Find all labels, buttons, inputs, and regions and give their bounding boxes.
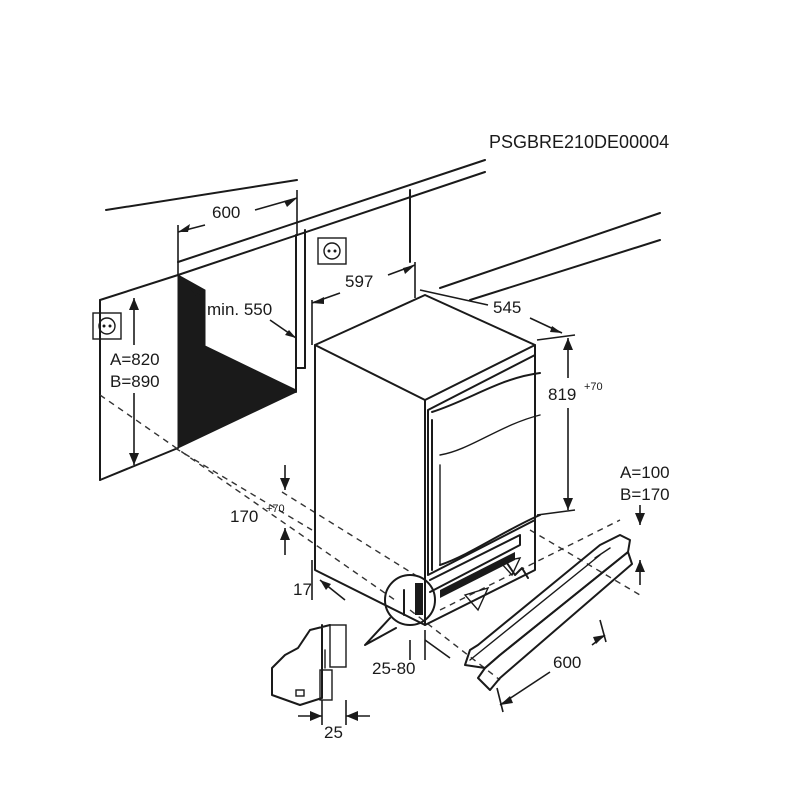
dim-545	[419, 289, 563, 334]
label-niche-width: 600	[212, 203, 240, 222]
socket-icon	[317, 237, 347, 265]
dim-597	[311, 262, 416, 345]
detail-section	[271, 624, 370, 725]
floor-lines	[99, 394, 641, 681]
worktop-lines	[99, 159, 661, 301]
label-niche-height-a: A=820	[110, 350, 160, 369]
label-niche-width-inner: 597	[345, 272, 373, 291]
dim-17	[311, 560, 346, 601]
vent-arrow-icon	[463, 557, 529, 612]
product-code: PSGBRE210DE00004	[489, 132, 669, 152]
label-plinth-b: B=170	[620, 485, 670, 504]
label-niche-height-b: B=890	[110, 372, 160, 391]
label-gap-17: 17	[293, 580, 312, 599]
dim-plinth-ab	[635, 505, 645, 585]
appliance	[314, 294, 541, 626]
socket-icon	[92, 312, 122, 340]
dim-niche-height	[129, 298, 139, 465]
dim-plinth-height	[280, 465, 290, 555]
dim-plinth-width	[496, 619, 607, 713]
detail-callout	[364, 574, 451, 660]
label-appliance-height: 819	[548, 385, 576, 404]
dim-min-550	[189, 287, 297, 339]
label-appliance-height-sup: +70	[584, 381, 603, 393]
plinth-board	[464, 534, 633, 691]
label-plinth-width: 600	[553, 653, 581, 672]
label-appliance-depth: 545	[493, 298, 521, 317]
label-plinth-a: A=100	[620, 463, 670, 482]
label-plinth-height-sup: +70	[266, 503, 285, 515]
dim-600-top	[177, 190, 298, 275]
label-niche-min-depth: min. 550	[207, 300, 272, 319]
label-detail-25: 25	[324, 723, 343, 742]
dim-819	[536, 334, 576, 516]
label-range-25-80: 25-80	[372, 659, 415, 678]
label-plinth-height: 170	[230, 507, 258, 526]
left-cabinet	[99, 189, 411, 481]
